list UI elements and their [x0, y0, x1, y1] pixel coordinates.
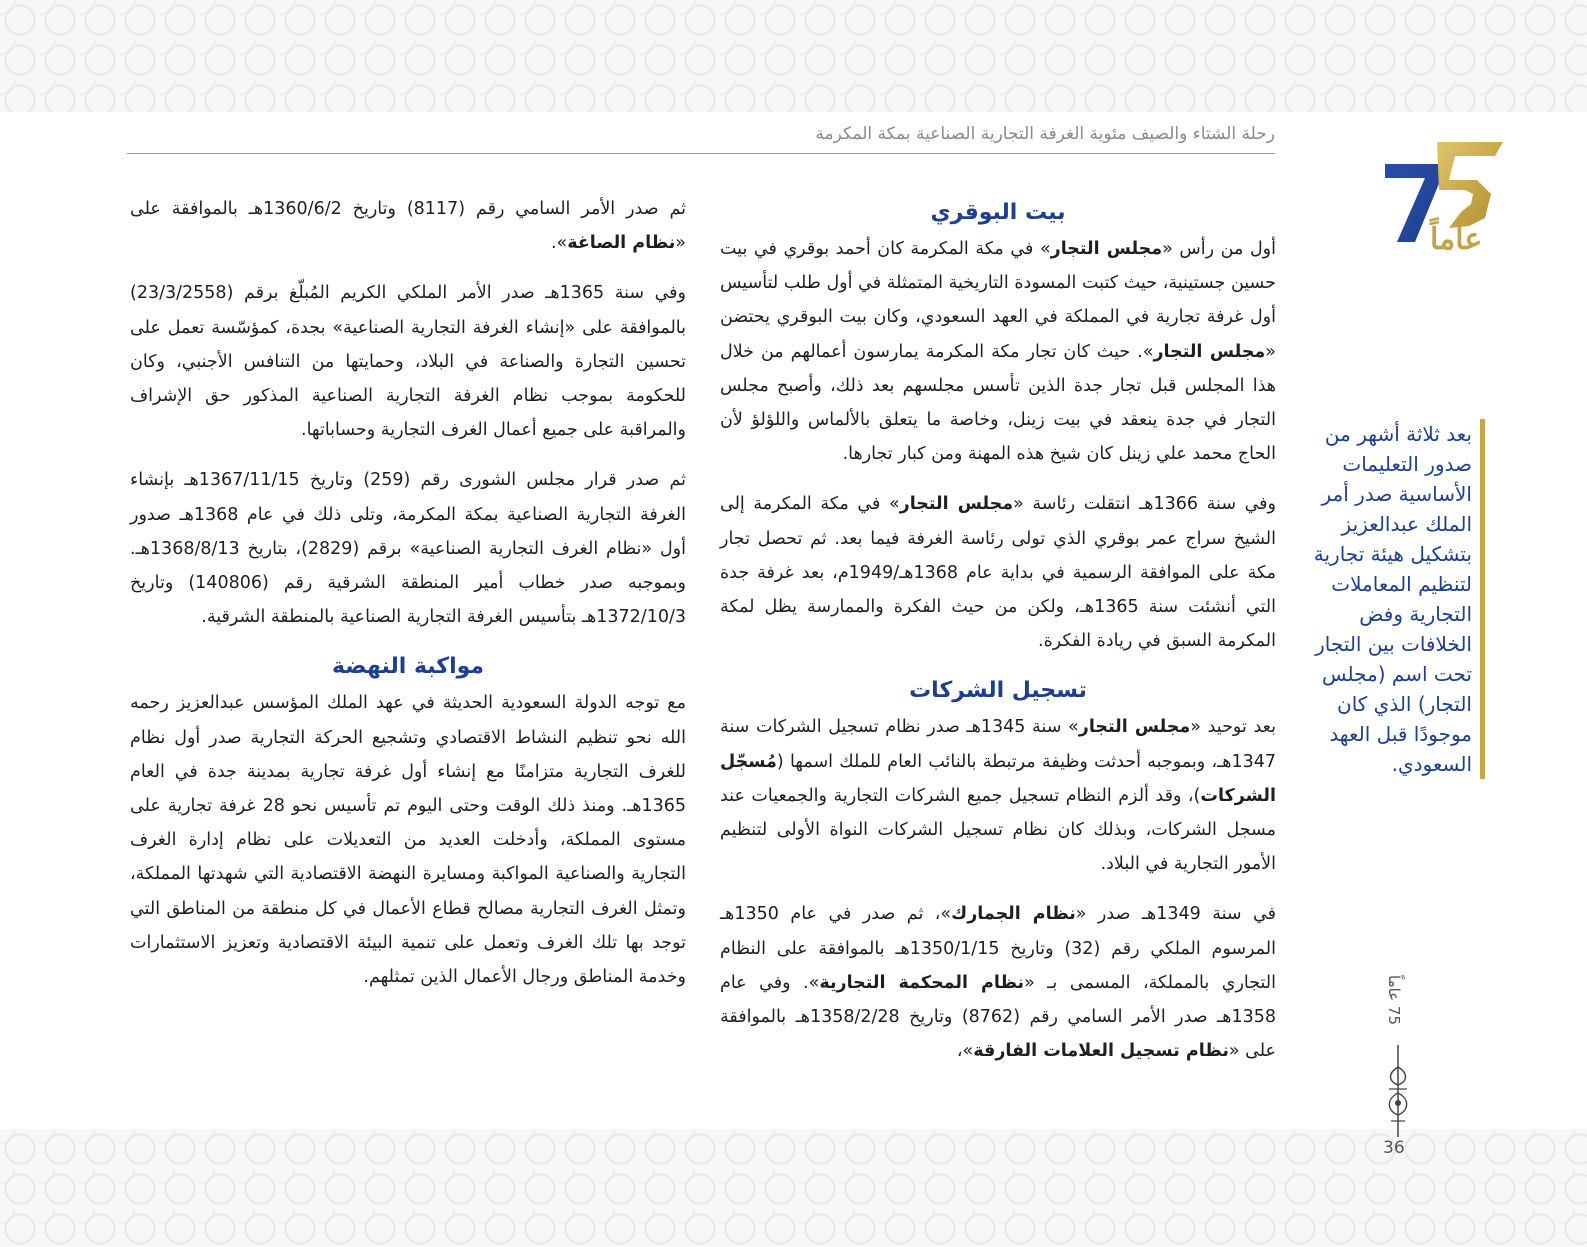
paragraph: مع توجه الدولة السعودية الحديثة في عهد ا…: [130, 693, 686, 988]
paragraph: أول من رأس «مجلس التجار» في مكة المكرمة …: [720, 239, 1276, 465]
side-caption: 75 عاماً: [1385, 975, 1403, 1025]
paragraph: في سنة 1349هـ صدر «نظام الجمارك»، ثم صدر…: [720, 904, 1277, 1062]
anniversary-75-logo: [1385, 142, 1503, 242]
right-column: بيت البوقري أول من رأس «مجلس التجار» في …: [720, 196, 1276, 1084]
running-header: رحلة الشتاء والصيف مئوية الغرفة التجارية…: [815, 124, 1275, 144]
paragraph: ثم صدر قرار مجلس الشورى رقم (259) وتاريخ…: [130, 470, 686, 628]
section-title-company-registration: تسجيل الشركات: [909, 678, 1087, 704]
paragraph: بعد توحيد «مجلس التجار» سنة 1345هـ صدر ن…: [720, 717, 1276, 875]
page-number: 36: [1383, 1138, 1405, 1158]
logo-years-text: عاماً: [1430, 222, 1483, 257]
section-title-keeping-pace: مواكبة النهضة: [331, 654, 485, 680]
calligraphy-ornament-icon: [1388, 1045, 1408, 1137]
sidebar-pull-quote: بعد ثلاثة أشهر من صدور التعليمات الأساسي…: [1300, 419, 1485, 779]
bottom-decorative-pattern: [0, 1129, 1587, 1247]
paragraph: وفي سنة 1366هـ انتقلت رئاسة «مجلس التجار…: [720, 494, 1276, 652]
paragraph: ثم صدر الأمر السامي رقم (8117) وتاريخ 13…: [130, 199, 686, 254]
left-column: ثم صدر الأمر السامي رقم (8117) وتاريخ 13…: [130, 192, 686, 1010]
page-body: [0, 112, 1587, 1129]
top-decorative-pattern: [0, 0, 1587, 112]
section-title-bait-albuqari: بيت البوقري: [930, 200, 1066, 225]
header-divider: [127, 153, 1275, 154]
paragraph: وفي سنة 1365هـ صدر الأمر الملكي الكريم ا…: [130, 283, 686, 441]
